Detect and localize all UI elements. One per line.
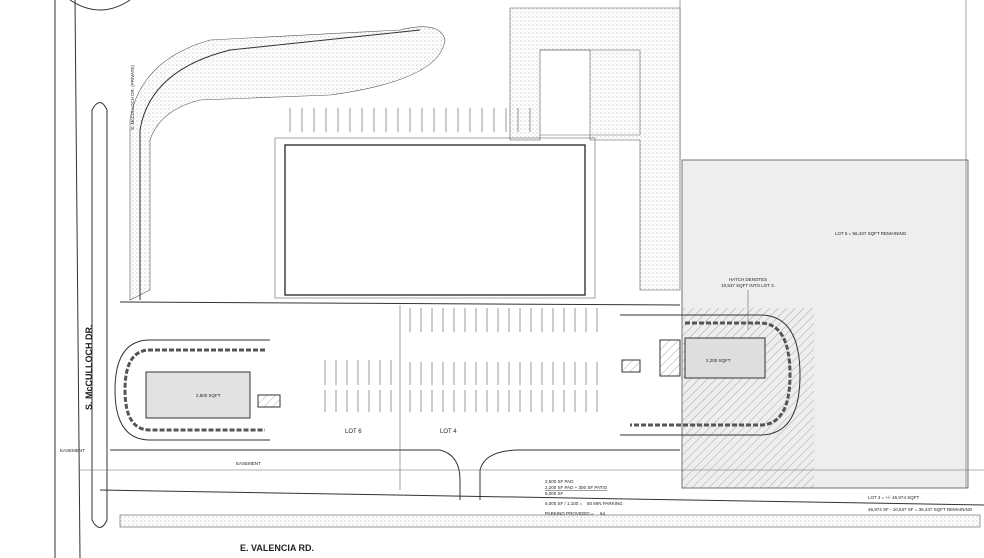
summary-provided-value: 64 <box>600 511 606 516</box>
summary-calc-result: 50 MIN PARKING <box>587 501 623 506</box>
drive-aisle-south <box>110 449 680 500</box>
landscape-island <box>129 26 446 301</box>
building-walk <box>274 137 596 299</box>
summary-line1: 2,500 SF PAD <box>545 479 574 484</box>
hatch-note-line1: HATCH DENOTES <box>729 277 767 282</box>
parking-stalls-north <box>289 108 531 132</box>
parking-east <box>540 49 641 136</box>
easement-label-south: EASEMENT <box>236 461 261 466</box>
summary-line3: 5,000 SF <box>545 491 564 496</box>
road-label-mcculloch: S. McCULLOCH DR. <box>84 325 94 411</box>
mcculloch-road-edge <box>54 0 81 558</box>
lot-6-label: LOT 6 <box>345 429 362 435</box>
drive-thru-lane-west <box>114 339 270 441</box>
building-west-area: 2,500 SQFT <box>196 393 221 398</box>
patio-east <box>659 339 681 377</box>
dumpster-east <box>621 359 641 373</box>
hatch-note-line2: 10,537 SQFT INTO LOT 3. <box>721 283 775 288</box>
landscape-east <box>509 7 681 291</box>
easement-label-west: EASEMENT <box>60 448 85 453</box>
road-label-valencia: E. VALENCIA RD. <box>240 543 314 553</box>
queue-cars-west <box>123 348 265 432</box>
drive-thru-lane-east <box>620 314 801 436</box>
parking-stalls-center <box>324 308 598 412</box>
valencia-median <box>119 514 981 528</box>
queue-cars-east <box>630 321 792 427</box>
road-median <box>91 102 108 528</box>
summary-provided-label: PARKING PROVIDED = <box>545 511 594 516</box>
road-curve <box>69 0 131 11</box>
summary-calc: 5,000 SF / 1:100 = <box>545 501 583 506</box>
building-pad-west <box>145 371 251 419</box>
summary-line2: 2,200 SF PAD + 300 SF PATIO <box>545 485 608 490</box>
valencia-north-edge <box>99 489 984 506</box>
road-label-mcculloch-private: S. McCULLOCH DR. (PRIVATE) <box>130 65 135 130</box>
dumpster-west <box>257 394 281 408</box>
drive-aisle-edge <box>119 301 681 306</box>
building-pad-east <box>684 337 766 379</box>
lot-5-label: LOT 5 = 56,437 SQFT REMAINING <box>835 231 907 236</box>
drive-edge <box>139 29 421 300</box>
existing-building <box>284 144 586 296</box>
hatch-area-lot-3 <box>682 308 814 488</box>
building-east-area: 2,200 SQFT <box>706 358 731 363</box>
lot-3-remaining: 46,974 SF - 10,537 SF = 36,437 SQFT REMA… <box>868 507 973 512</box>
lot-4-label: LOT 4 <box>440 429 457 435</box>
lot-3-area: LOT 3 = +/- 46,974 SQFT <box>868 495 919 500</box>
